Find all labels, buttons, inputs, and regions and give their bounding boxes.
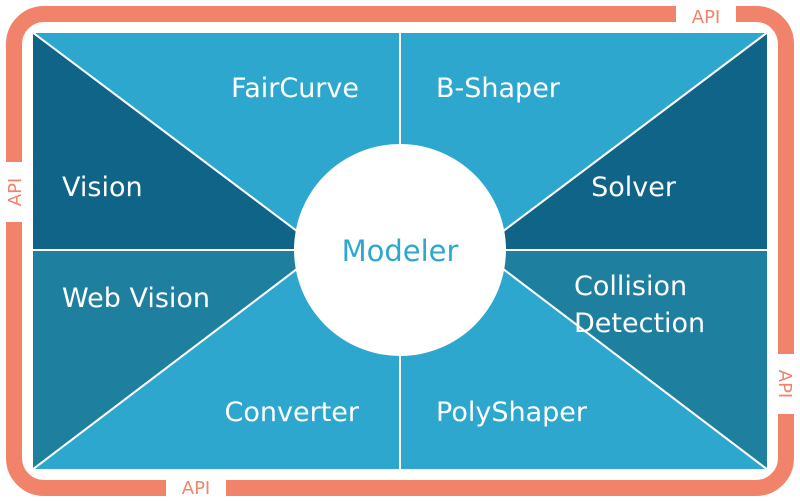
collision-detection-label-line2: Detection [574,308,705,339]
polyshaper-label: PolyShaper [436,397,588,428]
api-label-bottom: API [182,478,210,499]
api-label-right: API [774,370,795,398]
api-label-left: API [5,178,26,206]
api-tag-right: API [772,354,798,414]
modeler-circle [294,144,506,356]
solver-label: Solver [591,172,677,203]
vision-label: Vision [62,172,143,203]
api-tag-top: API [676,3,736,29]
converter-label: Converter [225,397,360,428]
api-tag-bottom: API [166,473,226,499]
api-label-top: API [692,7,720,28]
faircurve-label: FairCurve [231,73,359,104]
segments [29,29,771,473]
api-tag-left: API [2,162,28,222]
modeler-label: Modeler [342,234,459,268]
web-vision-label: Web Vision [62,283,210,314]
b-shaper-label: B-Shaper [436,73,561,104]
api-frame [6,6,794,496]
collision-detection-label-line1: Collision [574,271,687,302]
